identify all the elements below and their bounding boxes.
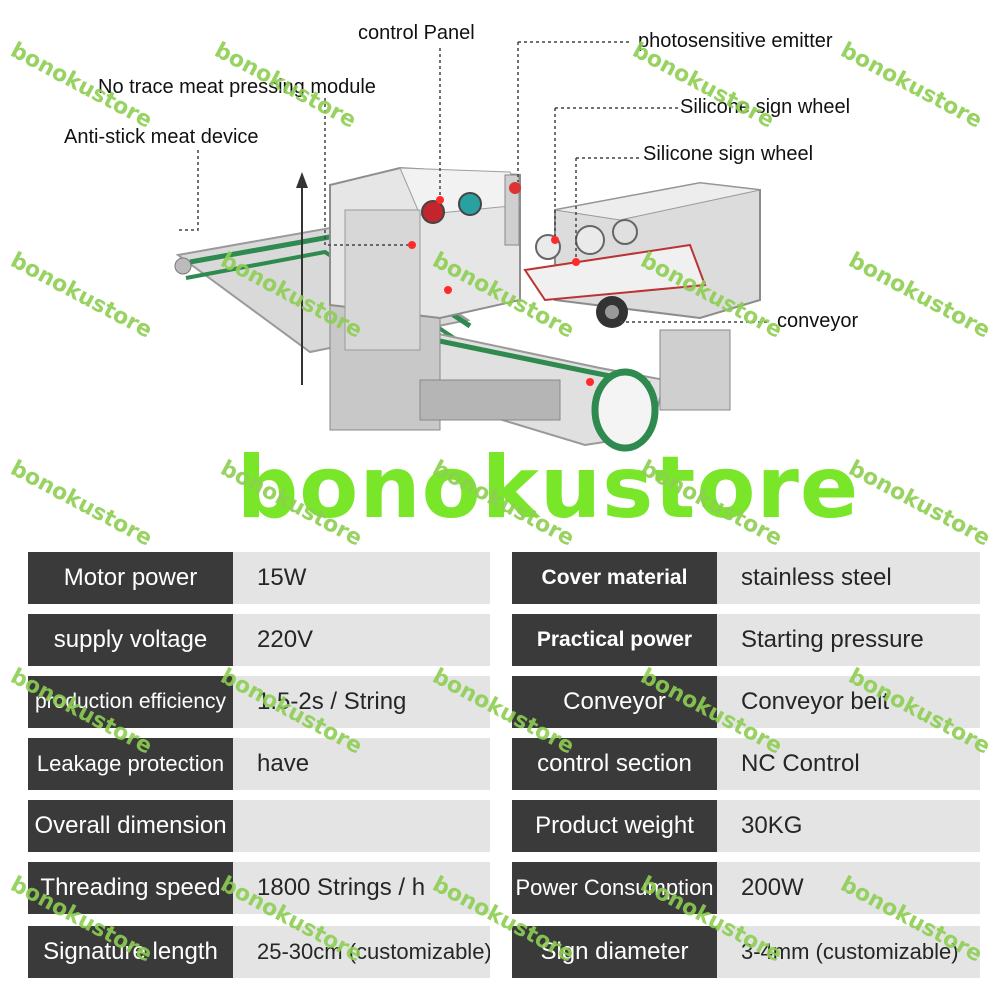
machine-illustration: [174, 41, 770, 452]
spec-label: Power Consumption: [512, 862, 717, 914]
spec-label: production efficiency: [28, 676, 233, 728]
spec-label: Practical power: [512, 614, 717, 666]
watermark: bonokustore: [6, 456, 157, 552]
spec-label: control section: [512, 738, 717, 790]
spec-value: 200W: [717, 862, 980, 914]
spec-value: 25-30cm (customizable): [233, 926, 490, 978]
spec-label: Signature length: [28, 926, 233, 978]
spec-value: 1.5-2s / String: [233, 676, 490, 728]
spec-value: 1800 Strings / h: [233, 862, 490, 914]
spec-value: 3-4mm (customizable): [717, 926, 980, 978]
spec-label: Overall dimension: [28, 800, 233, 852]
callout-photosensitive-emitter: photosensitive emitter: [638, 30, 833, 52]
spec-label: Sign diameter: [512, 926, 717, 978]
spec-value: Starting pressure: [717, 614, 980, 666]
callout-silicone-wheel-1: Silicone sign wheel: [680, 96, 851, 118]
spec-label: Conveyor: [512, 676, 717, 728]
spec-value: NC Control: [717, 738, 980, 790]
spec-label: Leakage protection: [28, 738, 233, 790]
spec-value: [233, 800, 490, 852]
callout-anti-stick: Anti-stick meat device: [64, 126, 259, 148]
brand-banner: bonokustore: [236, 438, 860, 538]
callout-no-trace-module: No trace meat pressing module: [98, 76, 376, 98]
spec-label: Cover material: [512, 552, 717, 604]
spec-value: 15W: [233, 552, 490, 604]
callout-silicone-wheel-2: Silicone sign wheel: [643, 143, 814, 165]
spec-label: supply voltage: [28, 614, 233, 666]
callout-conveyor: conveyor: [777, 310, 859, 332]
spec-value: have: [233, 738, 490, 790]
spec-value: 220V: [233, 614, 490, 666]
spec-value: stainless steel: [717, 552, 980, 604]
spec-value: Conveyor belt: [717, 676, 980, 728]
spec-label: Motor power: [28, 552, 233, 604]
spec-label: Threading speed: [28, 862, 233, 914]
spec-label: Product weight: [512, 800, 717, 852]
spec-value: 30KG: [717, 800, 980, 852]
callout-control-panel: control Panel: [358, 22, 475, 44]
